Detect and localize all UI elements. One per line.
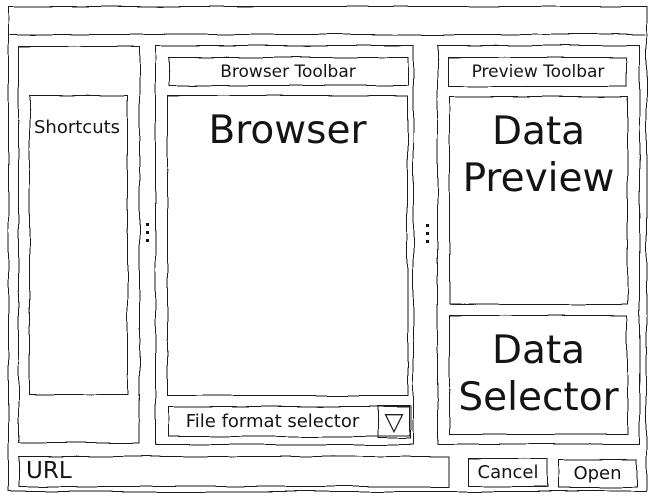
drag-dots-icon [145, 239, 149, 242]
drag-dots-icon [425, 240, 429, 243]
cancel-button[interactable]: Cancel [468, 458, 548, 487]
url-input[interactable] [18, 456, 450, 487]
file-format-selector-label: File format selector [185, 411, 360, 432]
data-selector-area[interactable]: Data Selector [449, 315, 628, 435]
browser-toolbar[interactable]: Browser Toolbar [168, 57, 408, 86]
window-titlebar[interactable] [9, 7, 646, 35]
shortcuts-list-border [29, 95, 128, 395]
browser-area[interactable]: Browser [167, 95, 408, 396]
preview-toolbar[interactable]: Preview Toolbar [448, 57, 628, 87]
file-format-dropdown-button[interactable]: ▽ [377, 405, 411, 438]
url-field-box [18, 456, 450, 487]
drag-dots-icon [145, 223, 149, 226]
cancel-button-label: Cancel [477, 462, 539, 483]
splitter-browser-preview[interactable] [423, 221, 431, 249]
drag-dots-icon [425, 224, 429, 227]
titlebar-divider [9, 7, 646, 35]
shortcuts-label: Shortcuts [34, 117, 121, 138]
drag-dots-icon [145, 231, 149, 234]
file-format-selector[interactable]: File format selector ▽ [168, 405, 411, 438]
browser-area-label: Browser [208, 108, 367, 153]
drag-dots-icon [425, 232, 429, 235]
browser-toolbar-label: Browser Toolbar [220, 61, 356, 82]
data-preview-label: Data Preview [462, 109, 615, 201]
shortcuts-list[interactable]: Shortcuts [29, 95, 128, 395]
preview-toolbar-label: Preview Toolbar [471, 62, 605, 82]
dropdown-triangle-icon: ▽ [384, 407, 404, 436]
splitter-shortcuts-browser[interactable] [143, 220, 151, 248]
data-preview-area[interactable]: Data Preview [449, 96, 628, 305]
open-button-label: Open [573, 463, 622, 484]
open-button[interactable]: Open [558, 459, 637, 488]
data-selector-label: Data Selector [458, 328, 619, 420]
